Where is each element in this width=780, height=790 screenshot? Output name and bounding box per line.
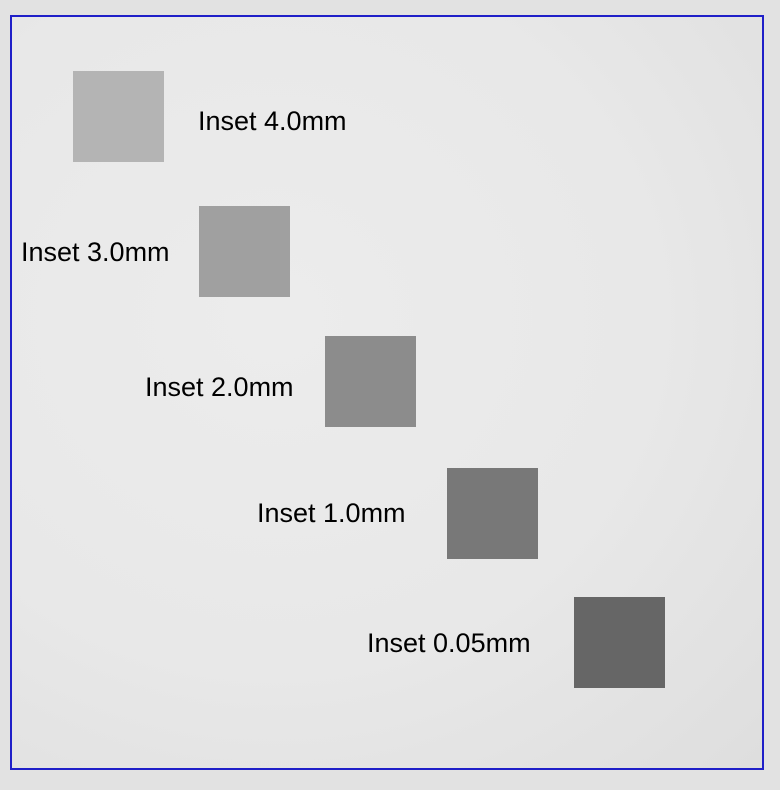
inset-label-1mm: Inset 1.0mm [257, 498, 406, 528]
inset-swatch-3mm [199, 206, 290, 297]
inset-label-005mm: Inset 0.05mm [367, 628, 531, 658]
inset-swatch-005mm [574, 597, 665, 688]
inset-label-3mm: Inset 3.0mm [21, 237, 170, 267]
inset-swatch-4mm [73, 71, 164, 162]
inset-swatch-1mm [447, 468, 538, 559]
inset-canvas: Inset 4.0mm Inset 3.0mm Inset 2.0mm Inse… [10, 15, 764, 770]
inset-swatch-2mm [325, 336, 416, 427]
inset-label-4mm: Inset 4.0mm [198, 106, 347, 136]
inset-label-2mm: Inset 2.0mm [145, 372, 294, 402]
